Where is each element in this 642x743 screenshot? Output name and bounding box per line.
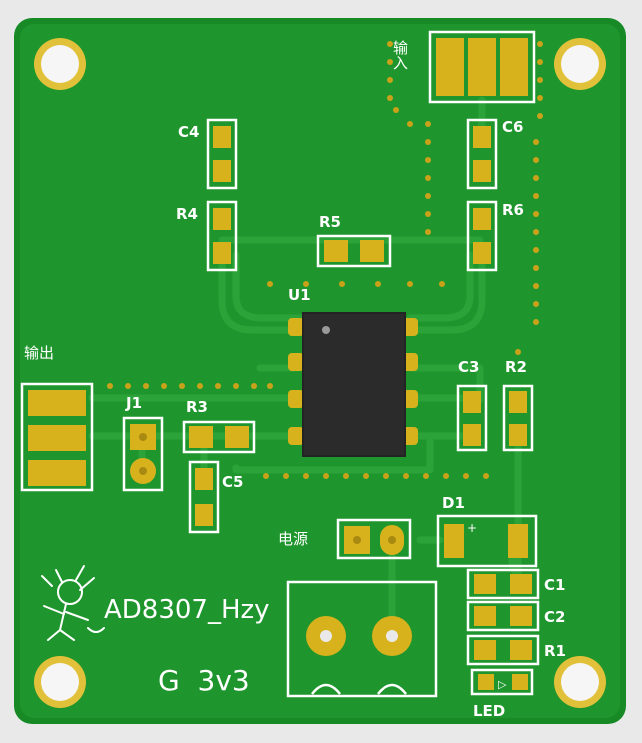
d1-diode: + <box>436 514 538 568</box>
mounting-hole-icon <box>34 38 86 90</box>
c1-footprint <box>466 568 540 600</box>
c3-footprint <box>456 384 488 452</box>
u1-chip <box>288 312 418 457</box>
mounting-hole-icon <box>554 38 606 90</box>
c5-footprint <box>188 460 220 534</box>
svg-text:+: + <box>467 521 477 535</box>
supply-label: G 3v3 <box>158 664 250 697</box>
svg-text:▷: ▷ <box>498 678 507 691</box>
j1-ref: J1 <box>125 394 142 412</box>
mascot-logo-icon <box>41 565 105 641</box>
c4-footprint <box>206 118 238 190</box>
output-header <box>20 382 94 492</box>
c2-ref: C2 <box>544 608 565 626</box>
input-header <box>428 30 536 104</box>
r4-footprint <box>206 200 238 272</box>
u1-ref: U1 <box>288 286 311 304</box>
r5-ref: R5 <box>319 213 341 231</box>
c1-ref: C1 <box>544 576 565 594</box>
r2-ref: R2 <box>505 358 527 376</box>
r3-footprint <box>182 420 256 454</box>
r2-footprint <box>502 384 534 452</box>
c2-footprint <box>466 600 540 632</box>
j1-connector <box>122 416 164 492</box>
r4-ref: R4 <box>176 205 198 223</box>
led-ref: LED <box>473 702 505 720</box>
mounting-hole-icon <box>34 656 86 708</box>
c6-ref: C6 <box>502 118 523 136</box>
c5-ref: C5 <box>222 473 243 491</box>
mounting-hole-icon <box>554 656 606 708</box>
r6-ref: R6 <box>502 201 524 219</box>
led-footprint: ▷ <box>470 668 534 696</box>
r1-ref: R1 <box>544 642 566 660</box>
pin1-dot-icon <box>322 326 330 334</box>
c4-ref: C4 <box>178 123 199 141</box>
r6-footprint <box>466 200 498 272</box>
output-label: 输出 <box>24 344 54 362</box>
via-row <box>107 41 543 479</box>
r1-footprint <box>466 634 540 666</box>
power-connector <box>336 518 412 560</box>
r3-ref: R3 <box>186 398 208 416</box>
traces <box>88 96 524 640</box>
screw-terminal <box>286 580 438 698</box>
c6-footprint <box>466 118 498 190</box>
designer-label: AD8307_Hzy <box>104 595 270 625</box>
c3-ref: C3 <box>458 358 479 376</box>
d1-ref: D1 <box>442 494 465 512</box>
r5-footprint <box>316 234 392 268</box>
input-label: 输入 <box>391 40 409 70</box>
power-label: 电源 <box>278 530 308 548</box>
